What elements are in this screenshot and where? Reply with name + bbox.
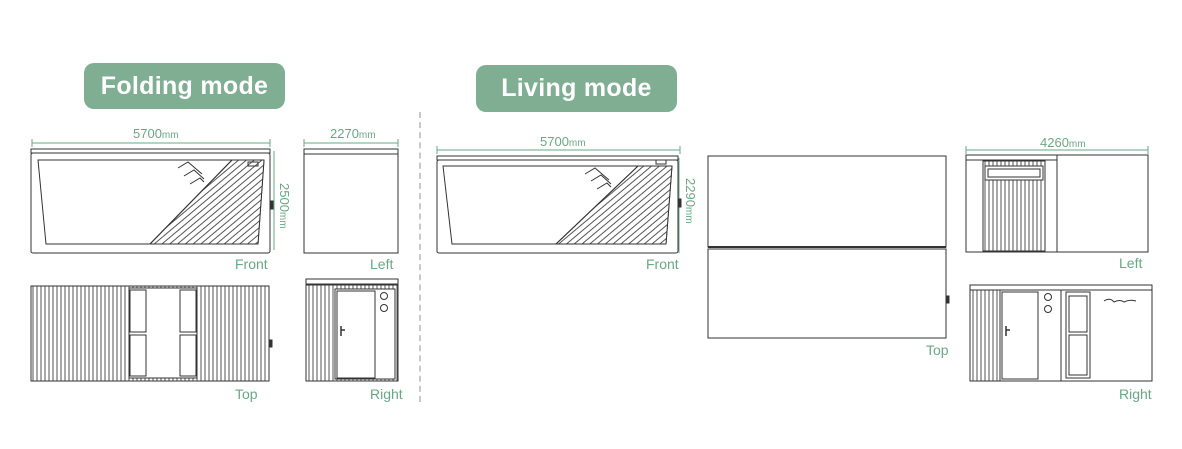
living-left-label: Left [1119, 255, 1143, 271]
folding-left-view [303, 139, 399, 254]
living-top-label: Top [926, 342, 949, 358]
living-front-label: Front [646, 256, 679, 272]
folding-right-view [305, 278, 399, 382]
living-right-view [969, 284, 1153, 382]
living-top-view [707, 155, 950, 339]
folding-right-label: Right [370, 386, 403, 402]
living-right-label: Right [1119, 386, 1152, 402]
folding-top-view [30, 285, 273, 382]
living-front-height: 2290mm [683, 178, 698, 224]
living-front-view [436, 146, 682, 254]
living-mode-title: Living mode [476, 65, 677, 112]
folding-mode-title: Folding mode [84, 63, 285, 109]
folding-front-view [30, 139, 275, 254]
living-left-view [965, 146, 1149, 253]
section-divider [419, 112, 421, 402]
living-front-width: 5700mm [540, 134, 586, 149]
folding-front-height: 2500mm [277, 183, 292, 229]
folding-left-label: Left [370, 256, 394, 272]
folding-front-width: 5700mm [133, 126, 179, 141]
folding-left-width: 2270mm [330, 126, 376, 141]
living-left-width: 4260mm [1040, 135, 1086, 150]
folding-top-label: Top [235, 386, 258, 402]
folding-front-label: Front [235, 256, 268, 272]
